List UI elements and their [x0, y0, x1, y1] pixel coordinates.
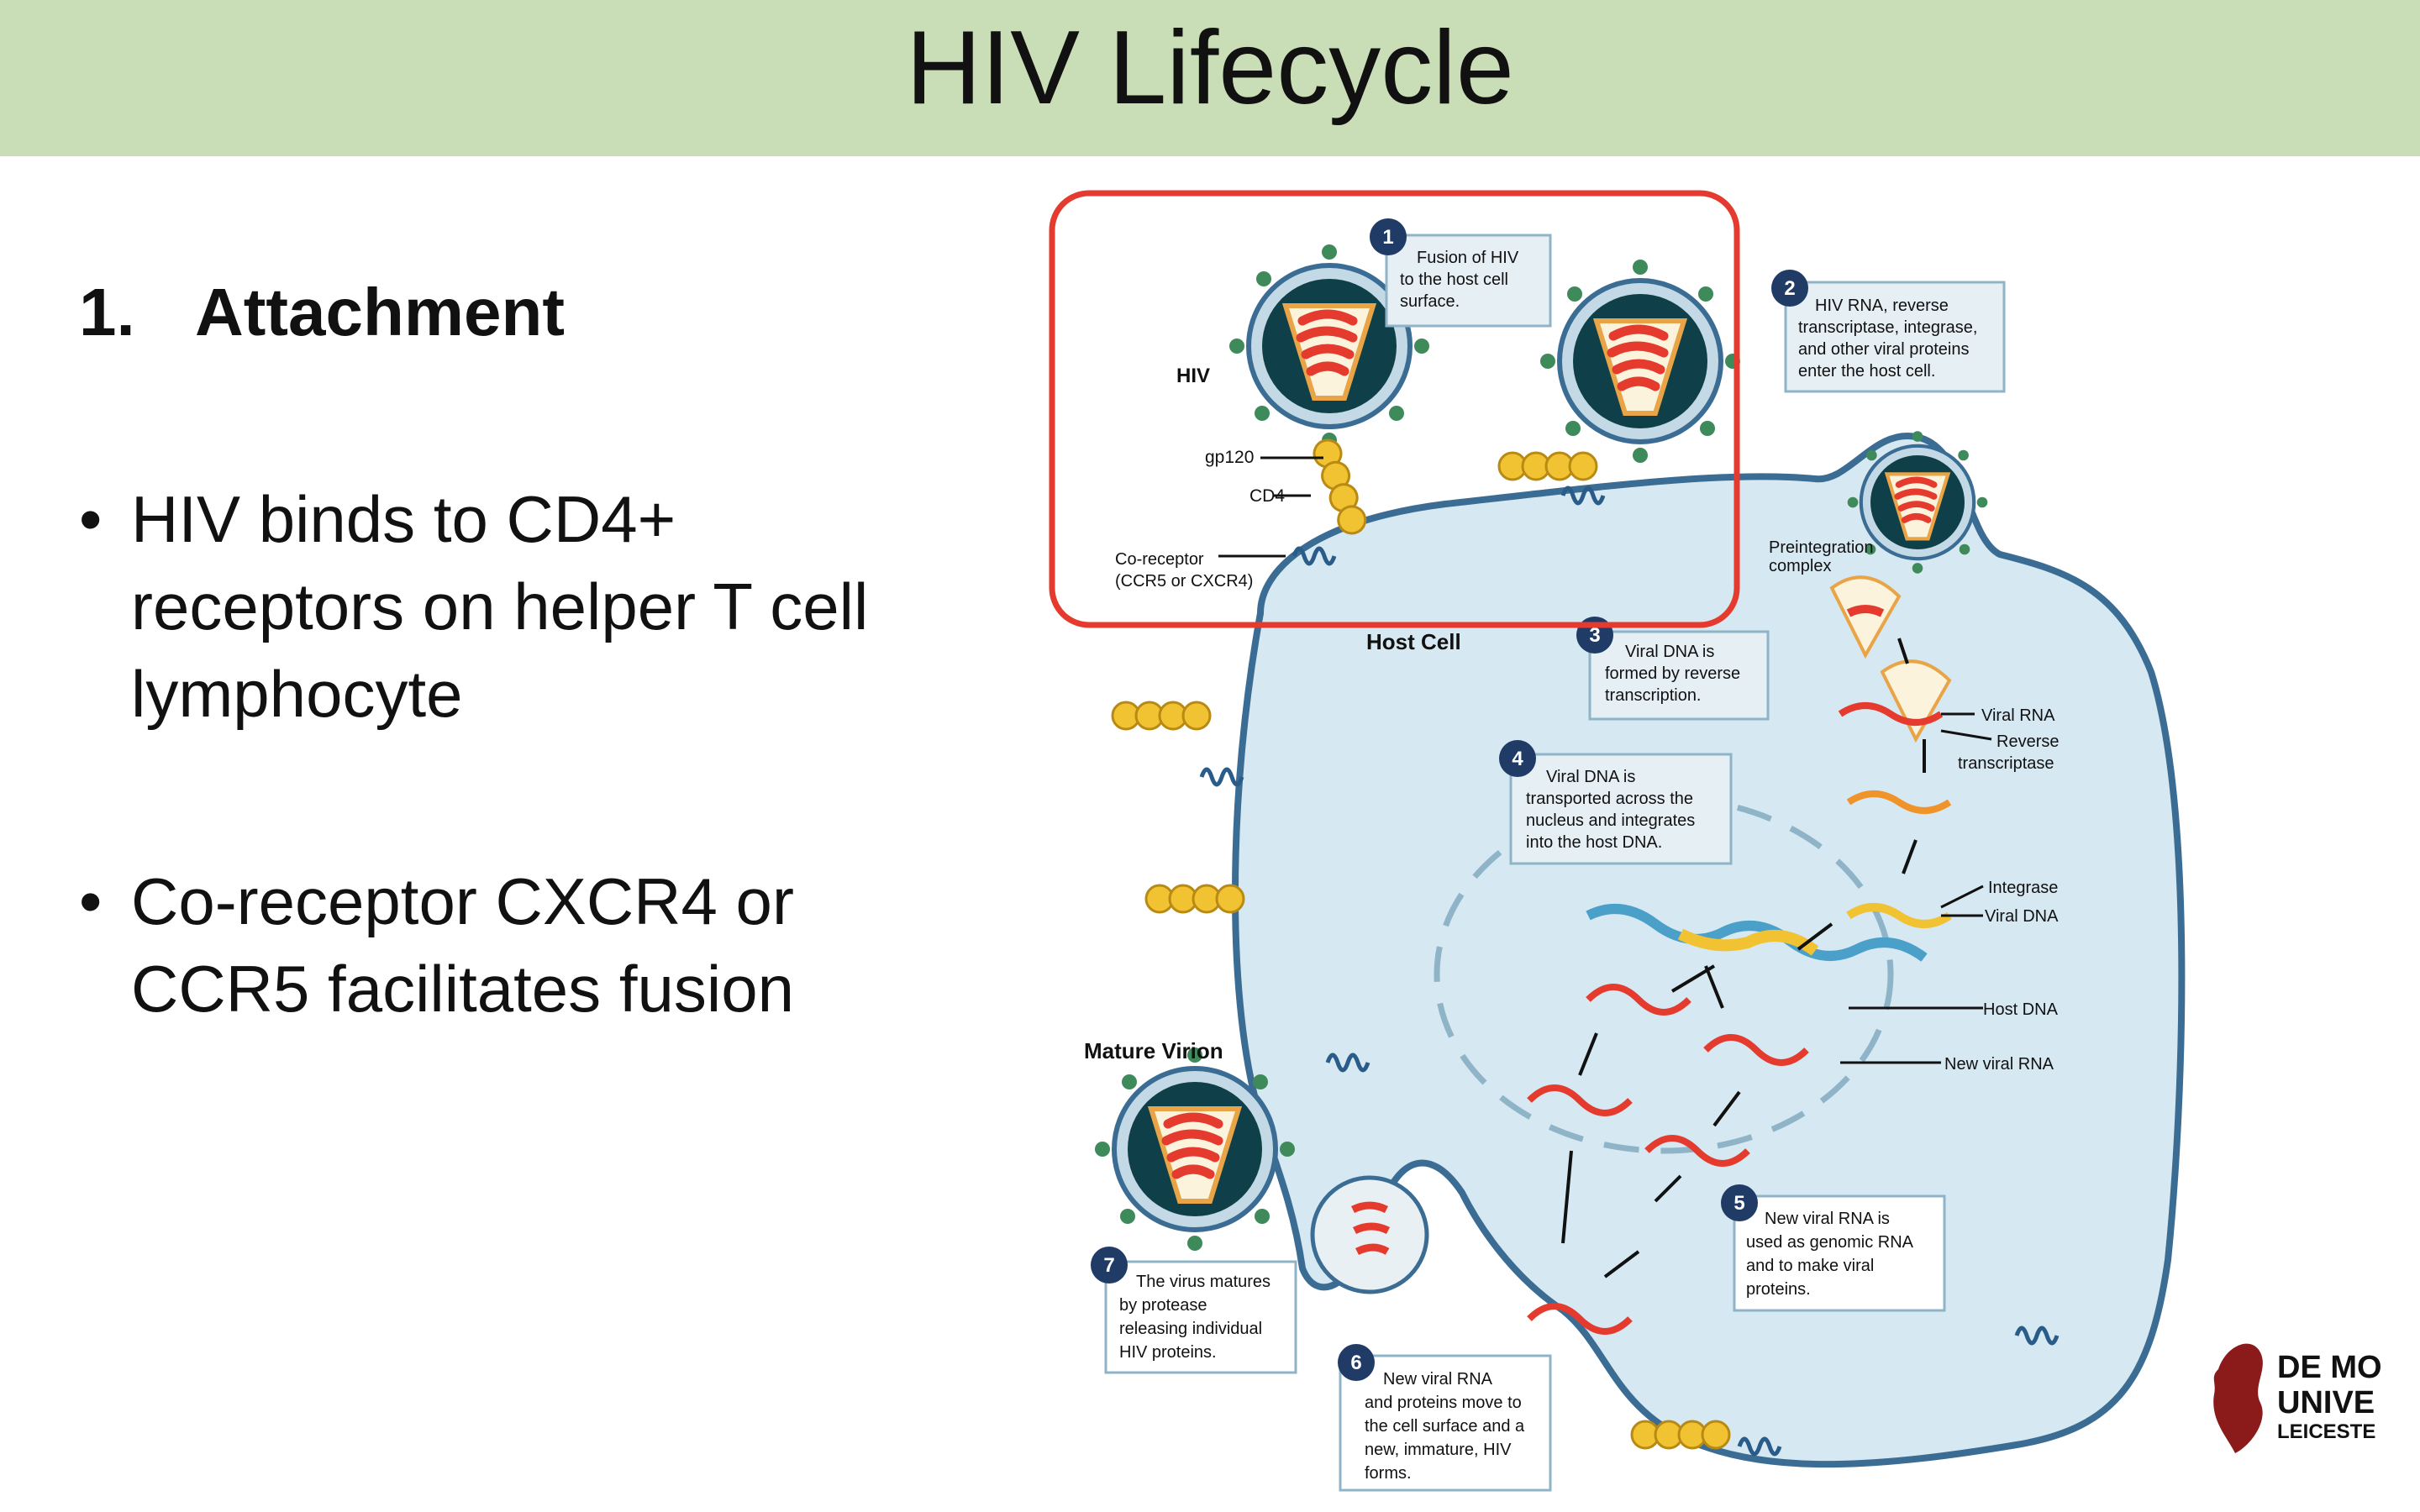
step-callout-5: 5 New viral RNA is used as genomic RNA a…	[1721, 1184, 1946, 1312]
label-cd4: CD4	[1249, 486, 1285, 506]
preintegration-complex	[1829, 575, 1952, 928]
step-line: releasing individual	[1119, 1320, 1262, 1338]
step-line: Viral DNA is	[1546, 768, 1635, 786]
label-preintegration: Preintegration	[1769, 538, 1874, 557]
cd4-receptor	[1308, 434, 1370, 538]
step-number: 2	[1784, 277, 1795, 300]
heading-number: 1.	[79, 275, 135, 349]
logo-line-3: LEICESTE	[2277, 1420, 2375, 1443]
new-viral-rna	[1527, 984, 1809, 1335]
step-number: 6	[1350, 1352, 1361, 1374]
label-hiv: HIV	[1176, 365, 1210, 387]
step-line: HIV proteins.	[1119, 1343, 1217, 1362]
step-line: into the host DNA.	[1526, 833, 1662, 852]
label-viral-rna: Viral RNA	[1981, 706, 2055, 725]
section-heading: 1. Attachment	[79, 274, 565, 351]
step-line: HIV RNA, reverse	[1815, 297, 1949, 315]
integrated-viral-dna	[1677, 928, 1819, 956]
logo-line-2: UNIVE	[2277, 1385, 2375, 1420]
step-number: 3	[1589, 624, 1600, 647]
griffin-emblem-icon	[2213, 1343, 2263, 1453]
step-callout-6: 6 New viral RNA and proteins move to the…	[1338, 1344, 1552, 1492]
hiv-virion	[1540, 260, 1740, 463]
step-number: 7	[1103, 1254, 1114, 1277]
step-line: enter the host cell.	[1798, 362, 1935, 381]
bullet-text: HIV binds to CD4+ receptors on helper T …	[131, 482, 869, 731]
label-gp120: gp120	[1205, 448, 1254, 467]
nucleus-outline	[1434, 795, 1894, 1154]
title-bar: HIV Lifecycle	[0, 0, 2420, 156]
coreceptor-coil	[1202, 769, 1242, 785]
step-line: by protease	[1119, 1296, 1207, 1315]
step-line: to the host cell	[1400, 270, 1508, 289]
step-callout-3: 3 Viral DNA is formed by reverse transcr…	[1576, 617, 1770, 721]
cd4-receptor	[1111, 701, 1212, 731]
label-mature-virion: Mature Virion	[1084, 1038, 1223, 1063]
step-number: 1	[1382, 226, 1393, 249]
mature-virion	[1095, 1047, 1295, 1251]
step-line: used as genomic RNA	[1746, 1233, 1914, 1252]
step-line: formed by reverse	[1605, 664, 1740, 683]
label-transcriptase: transcriptase	[1958, 754, 2054, 773]
bullet-dot: •	[79, 482, 103, 556]
step-line: Fusion of HIV	[1417, 249, 1519, 267]
step-line: New viral RNA	[1383, 1370, 1493, 1389]
step-line: proteins.	[1746, 1280, 1811, 1299]
step-callout-7: 7 The virus matures by protease releasin…	[1091, 1247, 1297, 1374]
label-host-dna: Host DNA	[1983, 1000, 2059, 1019]
step-line: transported across the	[1526, 790, 1693, 808]
cd4-receptor	[1144, 884, 1245, 914]
step-line: nucleus and integrates	[1526, 811, 1695, 830]
step-line: transcriptase, integrase,	[1798, 318, 1977, 337]
step-callout-4: 4 Viral DNA is transported across the nu…	[1499, 740, 1733, 865]
step-number: 5	[1733, 1192, 1744, 1215]
label-viral-dna: Viral DNA	[1985, 907, 2059, 926]
label-integrase: Integrase	[1988, 879, 2058, 897]
step-line: and to make viral	[1746, 1257, 1874, 1275]
attachment-highlight-box	[1049, 190, 1740, 628]
host-dna-strand	[1586, 904, 1928, 962]
cd4-receptor	[1497, 451, 1598, 481]
step-line: and proteins move to	[1365, 1394, 1522, 1412]
label-reverse: Reverse	[1996, 732, 2059, 751]
step-line: the cell surface and a	[1365, 1417, 1525, 1436]
budding-virion	[1310, 1175, 1429, 1294]
host-cell-membrane	[1232, 432, 2186, 1468]
step-line: surface.	[1400, 292, 1460, 311]
step-callout-2: 2 HIV RNA, reverse transcriptase, integr…	[1771, 270, 2006, 393]
step-number: 4	[1512, 748, 1523, 770]
heading-text: Attachment	[195, 275, 566, 349]
label-new-viral-rna: New viral RNA	[1944, 1055, 2054, 1074]
logo-line-1: DE MO	[2277, 1350, 2382, 1385]
label-coreceptor-sub: (CCR5 or CXCR4)	[1115, 572, 1253, 591]
step-line: Viral DNA is	[1625, 643, 1714, 661]
step-line: forms.	[1365, 1464, 1412, 1483]
step-callout-1: 1 Fusion of HIV to the host cell surface…	[1370, 218, 1552, 328]
step-line: New viral RNA is	[1765, 1210, 1890, 1228]
university-logo: DE MO UNIVE LEICESTE	[2213, 1343, 2382, 1453]
step-line: transcription.	[1605, 686, 1702, 705]
label-preintegration-sub: complex	[1769, 557, 1831, 575]
bullet-text: Co-receptor CXCR4 or CCR5 facilitates fu…	[131, 864, 794, 1026]
bullet-dot: •	[79, 864, 103, 938]
bullet-item: • Co-receptor CXCR4 or CCR5 facilitates …	[79, 858, 919, 1032]
step-line: The virus matures	[1136, 1273, 1270, 1291]
bullet-item: • HIV binds to CD4+ receptors on helper …	[79, 475, 919, 738]
slide-title: HIV Lifecycle	[906, 10, 1514, 126]
step-line: and other viral proteins	[1798, 340, 1969, 359]
slide-content: 1. Attachment • HIV binds to CD4+ recepto…	[0, 156, 1008, 1512]
process-arrows	[1561, 638, 1926, 1278]
label-coreceptor: Co-receptor	[1115, 550, 1204, 569]
label-host-cell: Host Cell	[1366, 629, 1461, 654]
step-line: new, immature, HIV	[1365, 1441, 1512, 1459]
label-leader-lines	[1218, 456, 1992, 1064]
